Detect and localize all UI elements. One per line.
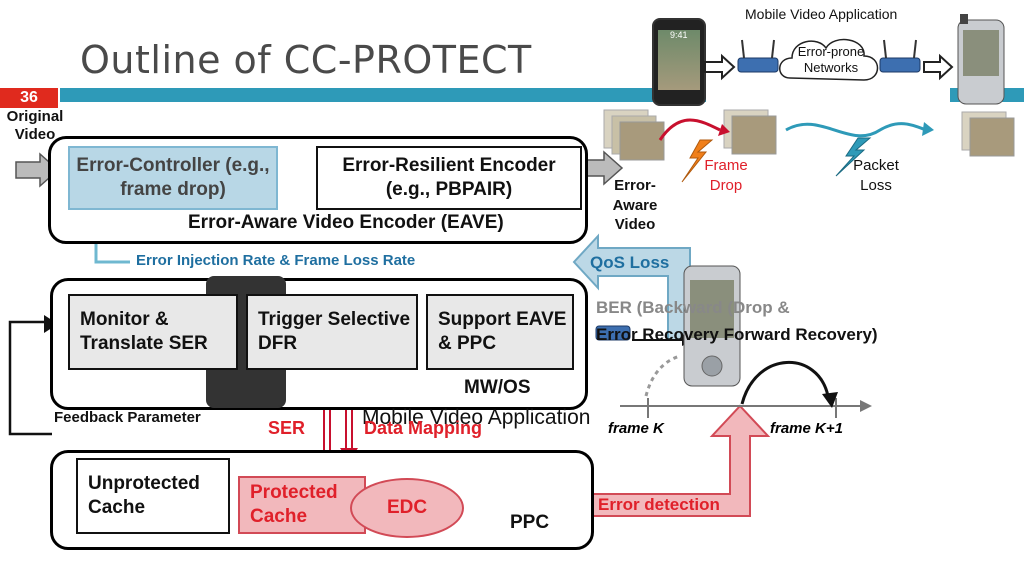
- ppc-title: PPC: [510, 512, 550, 533]
- pda-top-right-icon: [957, 14, 1005, 105]
- ser-label: SER: [268, 418, 306, 438]
- mw-os-title: MW/OS: [464, 377, 531, 398]
- pda-middle-icon: [683, 265, 741, 387]
- frame-timeline: [620, 398, 872, 418]
- top-arrow-2: [923, 53, 954, 81]
- slide-title: Outline of CC-PROTECT: [80, 38, 532, 82]
- frame-drop-label: Frame Drop: [704, 157, 748, 194]
- error-detection-arrow: [591, 404, 771, 517]
- iphone-screen: [658, 30, 700, 90]
- error-injection-label: Error Injection Rate & Frame Loss Rate: [136, 252, 416, 269]
- frame-k1-label: frame K+1: [770, 420, 843, 437]
- original-video-label: Original Video: [6, 108, 64, 143]
- monitor-translate-box: Monitor & Translate SER: [68, 294, 238, 370]
- protected-cache-box: Protected Cache: [238, 476, 366, 534]
- eave-title: Error-Aware Video Encoder (EAVE): [188, 212, 504, 233]
- ber-label-line1: BER (Backward (Drop &: [596, 298, 790, 317]
- router-ber-icon: [595, 325, 631, 341]
- iphone-image: 9:41: [652, 18, 706, 106]
- overlap-mobile-app-text: Mobile Video Application: [362, 406, 591, 429]
- header-band-gap: [706, 88, 950, 102]
- packet-loss-label: Packet Loss: [853, 157, 899, 194]
- trigger-dfr-box: Trigger Selective DFR: [246, 294, 418, 370]
- ber-label-line2: Error Recovery Forward Recovery): [596, 325, 878, 344]
- backward-recovery-dotted-arrow: [644, 354, 681, 397]
- iphone-time: 9:41: [670, 30, 688, 40]
- packet-loss-wave-arrow: [785, 122, 934, 138]
- slide-number: 36: [0, 88, 58, 108]
- top-arrow-1: [704, 53, 736, 81]
- error-detection-label: Error detection: [598, 495, 720, 514]
- error-prone-cloud-icon: [779, 38, 879, 81]
- error-aware-video-label: Error-Aware Video: [612, 177, 658, 233]
- unprotected-cache-box: Unprotected Cache: [76, 458, 230, 534]
- frame-drop-lightning-icon: [681, 139, 714, 183]
- frame-stack-left: [603, 109, 665, 161]
- frame-drop-curve-arrow: [658, 118, 730, 141]
- error-prone-networks-label: Error-prone Networks: [797, 44, 865, 76]
- qos-loss-label: QoS Loss: [590, 253, 670, 272]
- packet-loss-lightning-icon: [835, 137, 872, 177]
- frame-k-label: frame K: [608, 420, 664, 437]
- edc-ellipse: EDC: [350, 478, 464, 538]
- feedback-parameter-label: Feedback Parameter: [54, 409, 201, 426]
- frame-stack-right: [961, 111, 1015, 157]
- router-left-icon: [737, 39, 779, 73]
- error-controller-box: Error-Controller (e.g., frame drop): [68, 146, 278, 210]
- forward-recovery-arc: [740, 360, 838, 408]
- error-resilient-encoder-box: Error-Resilient Encoder (e.g., PBPAIR): [316, 146, 582, 210]
- mobile-app-caption: Mobile Video Application: [745, 6, 898, 22]
- data-mapping-label: Data Mapping: [364, 418, 483, 438]
- router-right-icon: [879, 39, 921, 73]
- frame-stack-middle: [723, 109, 777, 155]
- support-eave-ppc-box: Support EAVE & PPC: [426, 294, 574, 370]
